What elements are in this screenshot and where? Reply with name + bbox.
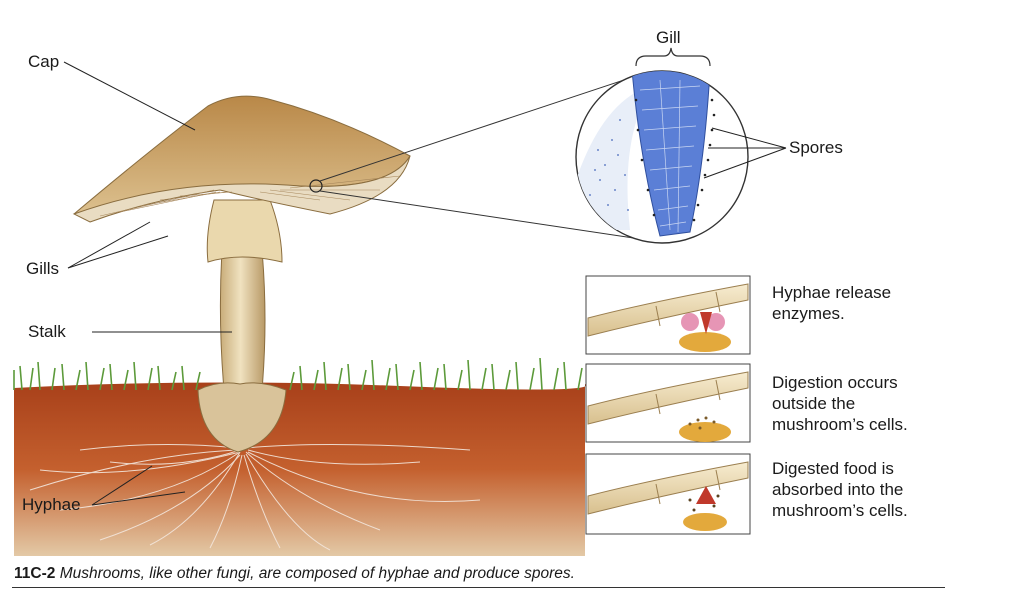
label-stalk: Stalk <box>28 322 66 341</box>
grass <box>13 357 583 391</box>
label-spores: Spores <box>789 138 843 157</box>
label-gill: Gill <box>656 28 681 47</box>
figure-number: 11C-2 <box>14 565 56 582</box>
step-panel-2 <box>585 363 751 443</box>
caption-rule <box>12 587 945 588</box>
label-cap: Cap <box>28 52 60 71</box>
label-hyphae: Hyphae <box>22 495 81 514</box>
step-3-text: Digested food is absorbed into the mushr… <box>772 459 908 520</box>
step-1-text: Hyphae release enzymes. <box>772 283 892 323</box>
gill-magnified-view <box>575 47 787 244</box>
label-leaders <box>63 61 232 506</box>
gill-brace <box>635 47 711 67</box>
hyphae-network <box>29 443 481 551</box>
gill-magnify-marker <box>309 179 323 193</box>
cap <box>72 95 411 223</box>
figure-caption: 11C-2 Mushrooms, like other fungi, are c… <box>14 564 575 584</box>
figure-caption-text: Mushrooms, like other fungi, are compose… <box>59 565 575 582</box>
step-2-text: Digestion occurs outside the mushroom’s … <box>772 373 908 434</box>
stalk <box>197 199 287 453</box>
step-panel-1 <box>585 275 751 355</box>
soil <box>14 382 587 556</box>
magnify-lines <box>319 71 661 243</box>
label-gills: Gills <box>26 259 60 278</box>
spores-pointers <box>703 127 787 179</box>
step-panel-3 <box>585 453 751 535</box>
